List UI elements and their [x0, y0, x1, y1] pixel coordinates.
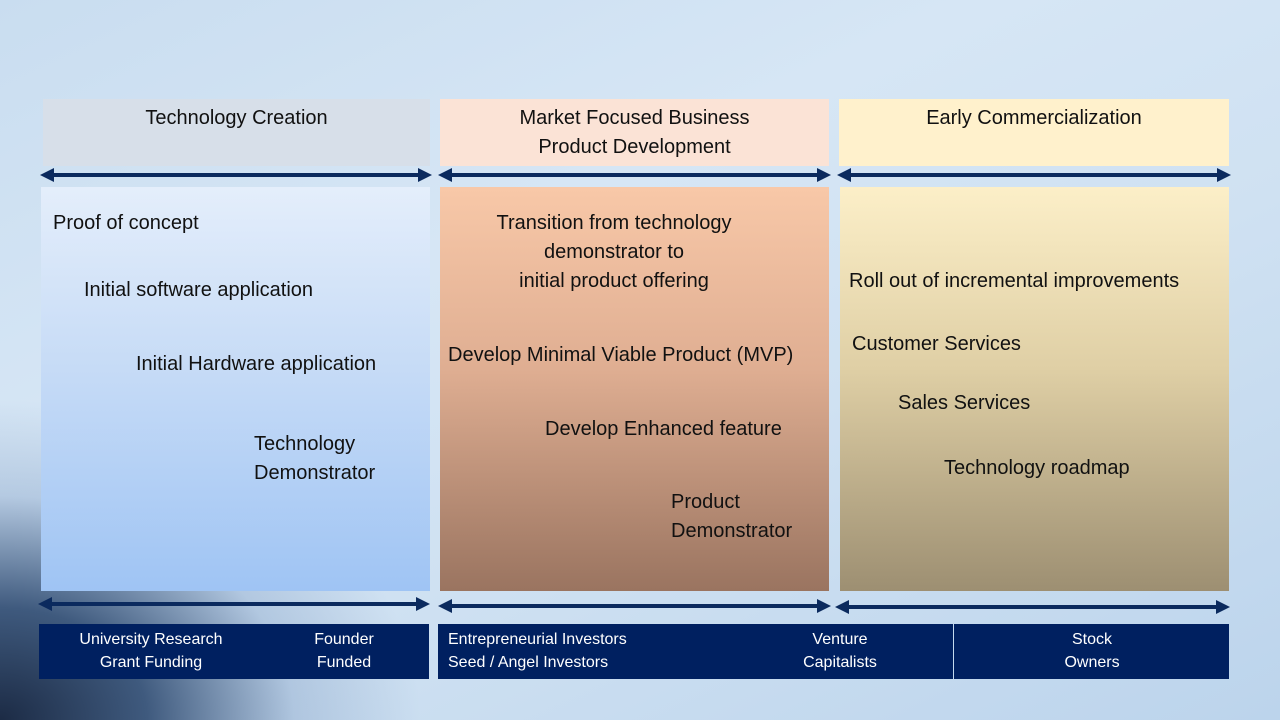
col2-item-product-demonstrator: Product Demonstrator — [671, 488, 792, 546]
funding-venture-line1: Venture — [812, 631, 868, 648]
col1-item-demonstrator: Technology Demonstrator — [254, 430, 375, 488]
col3-item-customer-services: Customer Services — [852, 333, 1021, 355]
double-arrow-icon — [438, 168, 831, 182]
col1-item-proof-of-concept: Proof of concept — [53, 212, 199, 234]
funding-university-line2: Grant Funding — [99, 654, 203, 671]
panel-early-commercialization — [840, 187, 1229, 591]
col2-item-product-demonstrator-line2: Demonstrator — [671, 520, 793, 542]
funding-venture: Venture Capitalists — [790, 628, 890, 674]
panel-technology-creation — [41, 187, 430, 591]
funding-stock: Stock Owners — [1042, 628, 1142, 674]
col2-item-mvp: Develop Minimal Viable Product (MVP) — [448, 344, 794, 366]
funding-bar-market-focused: Entrepreneurial Investors Seed / Angel I… — [438, 624, 953, 679]
col2-item-transition-line1: Transition from technology — [496, 212, 732, 234]
header-title-line1: Market Focused Business — [519, 107, 750, 129]
header-market-focused: Market Focused Business Product Developm… — [440, 99, 829, 166]
col2-item-product-demonstrator-line1: Product — [671, 491, 740, 513]
funding-entrepreneurial-line1: Entrepreneurial Investors — [448, 631, 627, 648]
double-arrow-icon — [835, 600, 1230, 614]
col3-item-technology-roadmap: Technology roadmap — [944, 457, 1130, 479]
double-arrow-icon — [38, 597, 430, 611]
funding-bar-early-commercialization: Stock Owners — [954, 624, 1229, 679]
panel-market-focused — [440, 187, 829, 591]
col2-item-transition: Transition from technology demonstrator … — [474, 209, 754, 296]
funding-entrepreneurial: Entrepreneurial Investors Seed / Angel I… — [448, 628, 627, 674]
funding-university-line1: University Research — [79, 631, 223, 648]
header-title: Technology Creation — [145, 107, 328, 129]
header-technology-creation: Technology Creation — [43, 99, 430, 166]
col1-item-software: Initial software application — [84, 279, 314, 301]
header-early-commercialization: Early Commercialization — [839, 99, 1229, 166]
col2-item-transition-line2: demonstrator to — [543, 241, 685, 263]
funding-venture-line2: Capitalists — [803, 654, 877, 671]
double-arrow-icon — [438, 599, 831, 613]
funding-founder-line1: Founder — [314, 631, 374, 648]
funding-stock-line2: Owners — [1064, 654, 1120, 671]
col3-item-rollout: Roll out of incremental improvements — [849, 270, 1180, 292]
double-arrow-icon — [837, 168, 1231, 182]
funding-bar-technology-creation: University Research Grant Funding Founde… — [39, 624, 429, 679]
funding-founder-line2: Funded — [316, 654, 372, 671]
col3-item-sales-services: Sales Services — [898, 392, 1031, 414]
header-title-line2: Product Development — [538, 136, 731, 158]
funding-stock-line1: Stock — [1071, 631, 1112, 648]
col1-item-hardware: Initial Hardware application — [136, 353, 377, 375]
col2-item-transition-line3: initial product offering — [519, 270, 709, 292]
funding-university: University Research Grant Funding — [61, 628, 241, 674]
funding-founder: Founder Funded — [299, 628, 389, 674]
col1-item-demonstrator-line2: Demonstrator — [254, 462, 376, 484]
header-title: Early Commercialization — [926, 107, 1142, 129]
funding-entrepreneurial-line2: Seed / Angel Investors — [448, 654, 609, 671]
col2-item-enhanced-feature: Develop Enhanced feature — [545, 418, 782, 440]
col1-item-demonstrator-line1: Technology — [254, 433, 356, 455]
double-arrow-icon — [40, 168, 432, 182]
